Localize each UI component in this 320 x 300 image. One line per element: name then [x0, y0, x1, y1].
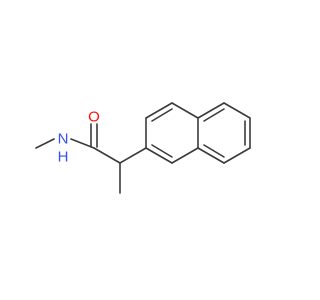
nitrogen-label: N	[58, 131, 69, 148]
molecule-diagram: O N H	[35, 102, 251, 194]
ring-b-bond-1	[197, 102, 225, 119]
ring-b-inner-3	[203, 144, 225, 158]
ring-b-bond-5	[197, 147, 225, 164]
ring-a-bond-2	[145, 102, 173, 119]
ring-a-inner-2	[151, 144, 173, 158]
ring-b-bond-4	[223, 147, 251, 164]
ring-a-bond-5	[171, 147, 199, 164]
bond-methyl-n	[35, 138, 55, 149]
ring-b-inner-1	[203, 108, 225, 122]
ring-a-bond-6	[145, 147, 173, 164]
ring-a-inner-1	[151, 108, 173, 122]
bond-alpha-ring	[119, 147, 147, 164]
bond-skeleton	[35, 102, 251, 194]
ring-a-bond-3	[171, 102, 199, 119]
bond-n-carbonyl	[70, 138, 95, 149]
bond-carbonyl-alpha	[93, 147, 121, 164]
oxygen-label: O	[88, 109, 100, 126]
nitrogen-hydrogen-label: H	[58, 149, 69, 166]
ring-b-bond-2	[223, 102, 251, 119]
